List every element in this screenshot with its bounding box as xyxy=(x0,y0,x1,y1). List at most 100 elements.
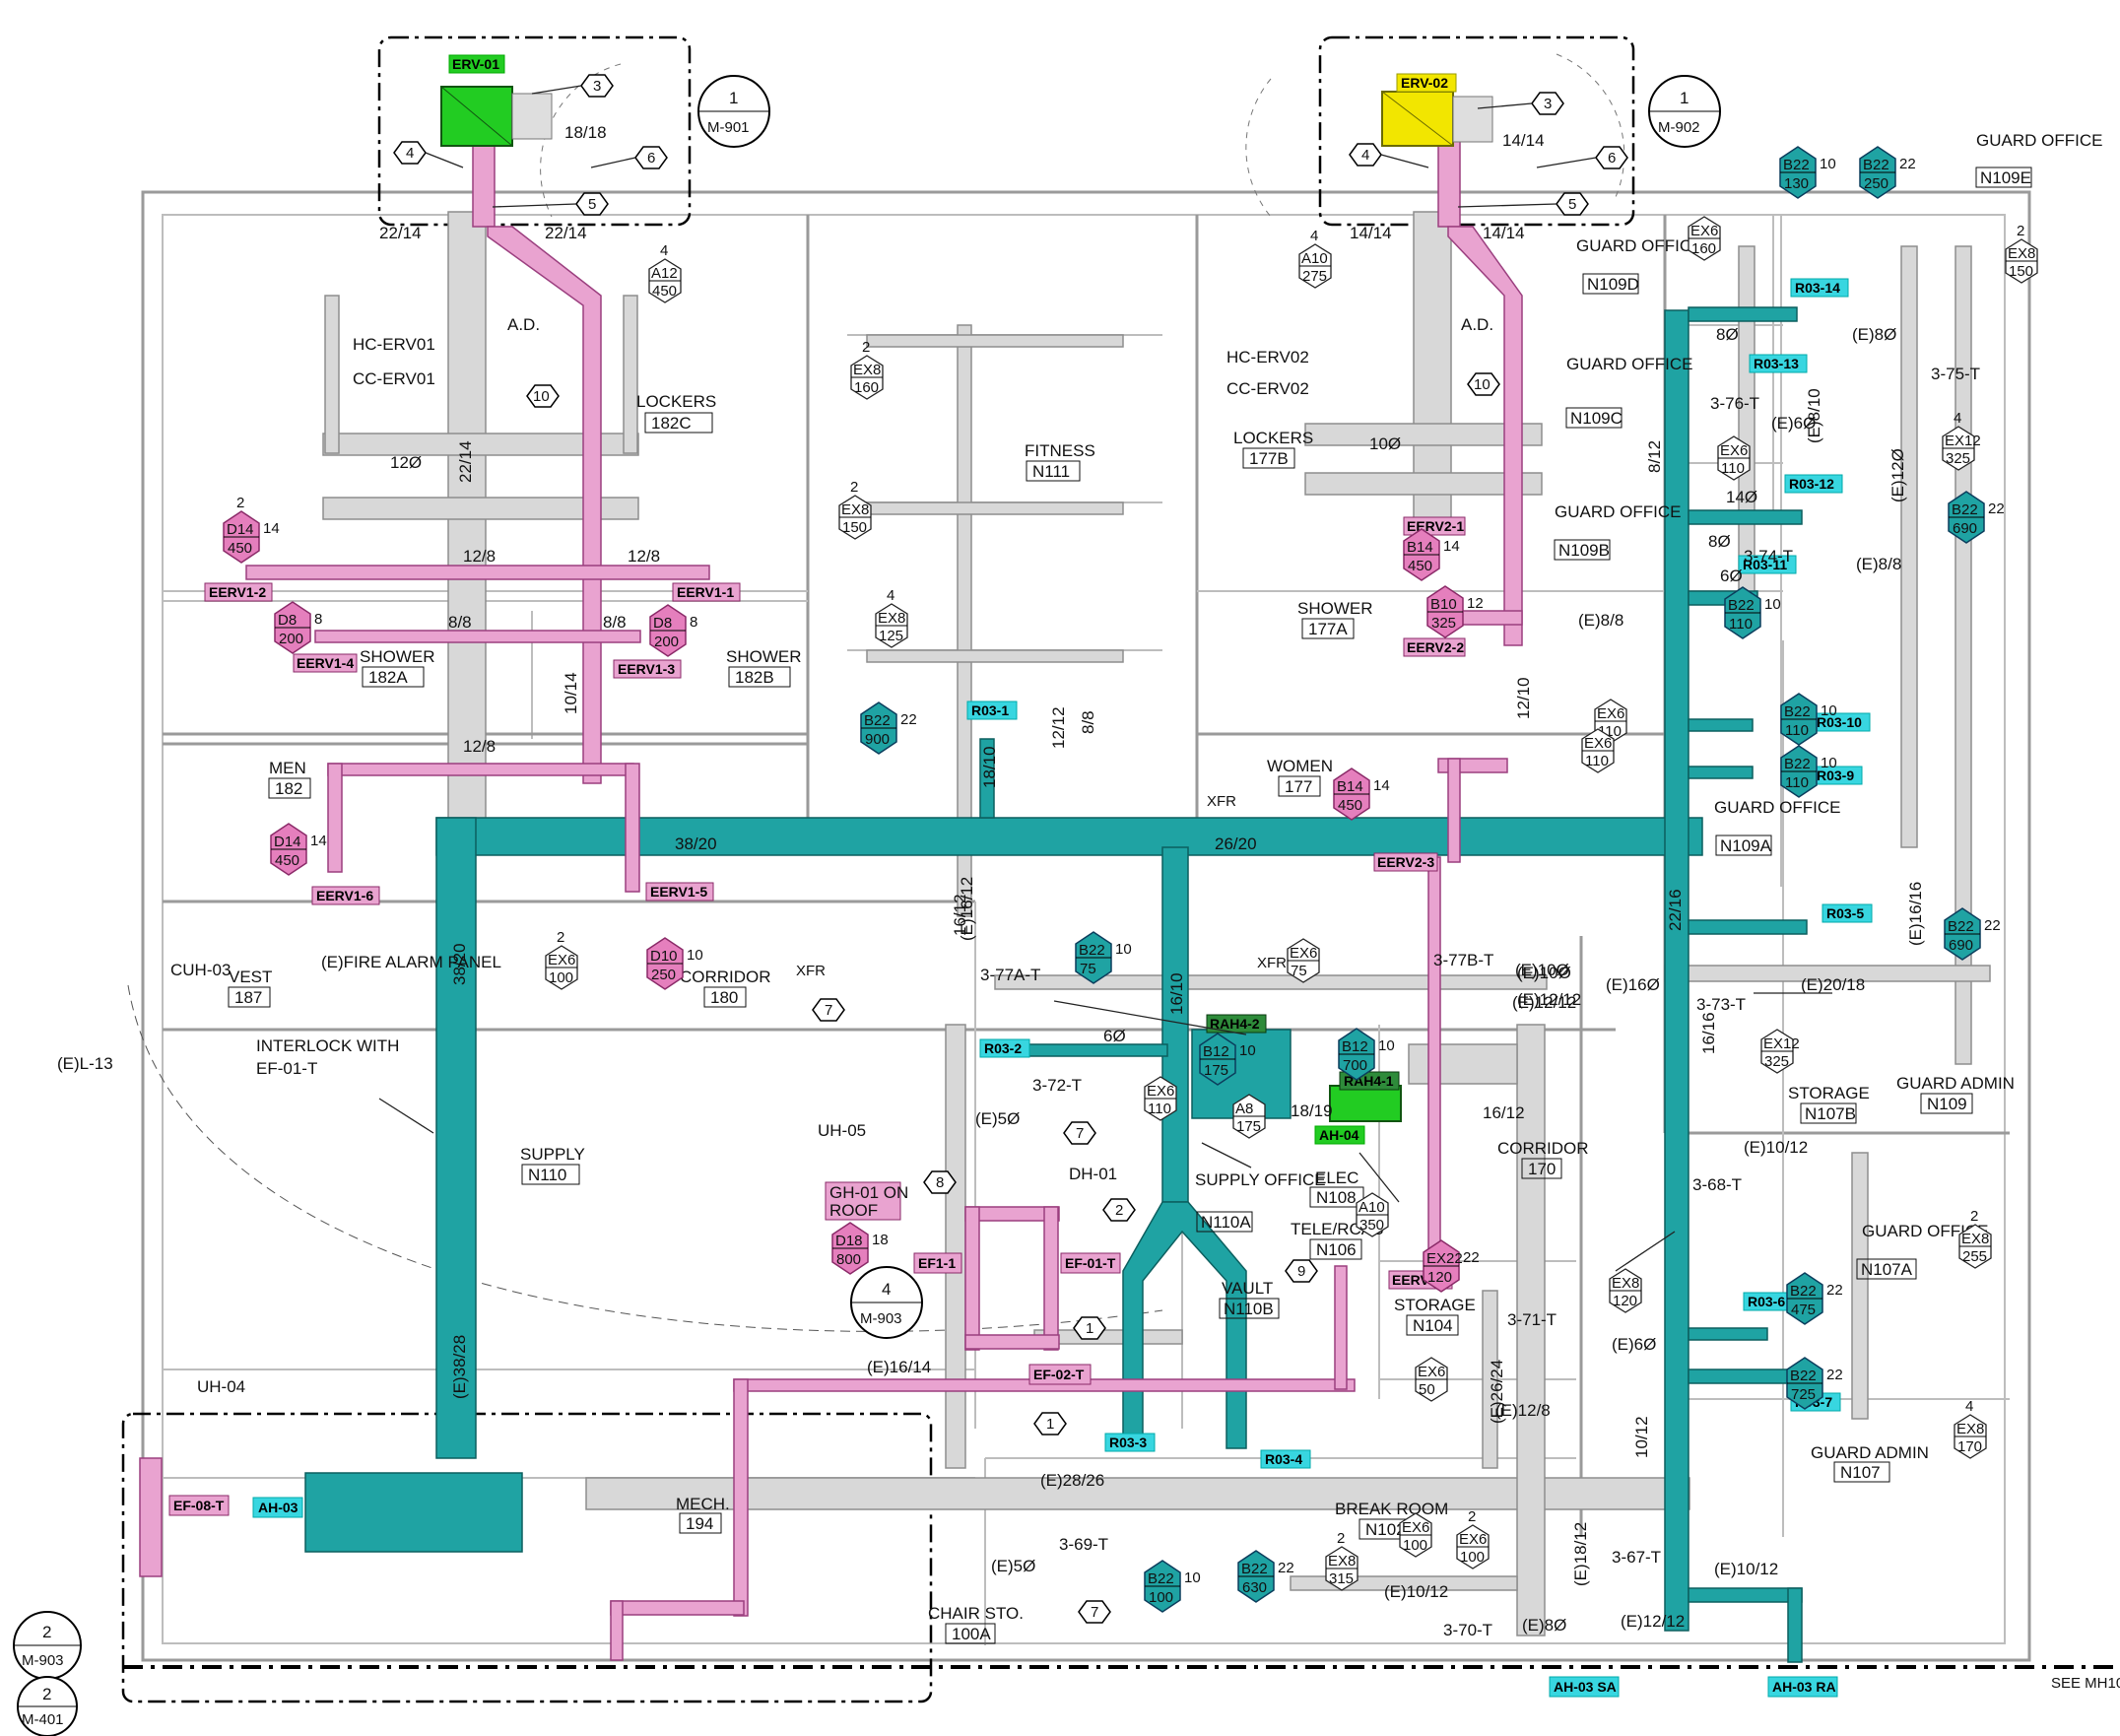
svg-text:EX6: EX6 xyxy=(1597,705,1624,722)
svg-text:(E)16/14: (E)16/14 xyxy=(867,1358,931,1376)
svg-text:B10: B10 xyxy=(1430,596,1457,613)
svg-text:3-76-T: 3-76-T xyxy=(1710,394,1759,413)
svg-text:(E)10/12: (E)10/12 xyxy=(1384,1582,1448,1601)
svg-text:6: 6 xyxy=(1608,150,1616,167)
svg-text:22: 22 xyxy=(1899,156,1916,172)
svg-text:B22: B22 xyxy=(1728,597,1755,614)
svg-text:22: 22 xyxy=(1463,1249,1480,1266)
svg-text:3-67-T: 3-67-T xyxy=(1612,1548,1661,1567)
svg-text:8: 8 xyxy=(314,611,322,628)
svg-text:100: 100 xyxy=(1149,1589,1173,1606)
svg-text:EX6: EX6 xyxy=(1720,442,1748,459)
svg-text:GUARD OFFICE: GUARD OFFICE xyxy=(1555,502,1681,521)
svg-text:14: 14 xyxy=(310,833,327,849)
svg-text:EX6: EX6 xyxy=(1290,945,1317,962)
svg-text:690: 690 xyxy=(1953,520,1977,537)
svg-text:4: 4 xyxy=(1310,228,1318,244)
svg-text:16/10: 16/10 xyxy=(1167,972,1186,1015)
svg-text:M-901: M-901 xyxy=(707,119,750,136)
svg-text:4: 4 xyxy=(887,587,894,604)
svg-text:450: 450 xyxy=(1338,797,1362,814)
svg-text:EF-01-T: EF-01-T xyxy=(256,1059,317,1078)
svg-text:N111: N111 xyxy=(1032,462,1070,481)
svg-text:VAULT: VAULT xyxy=(1222,1279,1273,1298)
svg-text:110: 110 xyxy=(1721,460,1745,477)
svg-text:EX6: EX6 xyxy=(1459,1531,1487,1548)
svg-text:AH-04: AH-04 xyxy=(1319,1127,1359,1143)
svg-text:(E)FIRE ALARM PANEL: (E)FIRE ALARM PANEL xyxy=(321,953,501,971)
svg-text:N107B: N107B xyxy=(1805,1104,1856,1123)
svg-text:22: 22 xyxy=(1826,1282,1843,1299)
svg-text:8: 8 xyxy=(936,1174,944,1191)
svg-text:475: 475 xyxy=(1791,1302,1816,1318)
svg-text:GH-01 ON: GH-01 ON xyxy=(829,1183,908,1202)
svg-text:110: 110 xyxy=(1785,774,1809,791)
svg-text:(E)8/8: (E)8/8 xyxy=(1856,555,1901,573)
svg-text:LOCKERS: LOCKERS xyxy=(1233,429,1313,447)
svg-text:4: 4 xyxy=(1965,1398,1973,1415)
svg-text:(E)8/10: (E)8/10 xyxy=(1805,388,1823,443)
svg-text:EX8: EX8 xyxy=(1328,1553,1356,1569)
svg-text:10/12: 10/12 xyxy=(1632,1416,1651,1458)
svg-text:WOMEN: WOMEN xyxy=(1267,757,1333,775)
svg-text:2: 2 xyxy=(2017,223,2024,239)
svg-text:125: 125 xyxy=(879,628,903,644)
svg-text:EX8: EX8 xyxy=(878,610,905,627)
svg-text:110: 110 xyxy=(1585,753,1609,769)
svg-text:EERV2-3: EERV2-3 xyxy=(1377,854,1434,870)
svg-text:3-77A-T: 3-77A-T xyxy=(980,966,1040,984)
svg-text:450: 450 xyxy=(1408,558,1432,574)
svg-text:10: 10 xyxy=(1821,702,1837,719)
svg-text:18/10: 18/10 xyxy=(980,746,999,788)
svg-text:150: 150 xyxy=(2009,263,2033,280)
svg-text:100A: 100A xyxy=(952,1625,991,1643)
svg-text:3-68-T: 3-68-T xyxy=(1692,1175,1742,1194)
svg-text:A8: A8 xyxy=(1235,1101,1253,1117)
svg-text:1: 1 xyxy=(729,89,738,107)
svg-text:3-71-T: 3-71-T xyxy=(1507,1310,1557,1329)
svg-text:EX6: EX6 xyxy=(1418,1364,1445,1380)
svg-text:10: 10 xyxy=(1821,755,1837,771)
svg-text:R03-4: R03-4 xyxy=(1265,1451,1302,1467)
diffuser-tags: EERV1-2 EERV1-1 EERV1-4 EERV1-3 EERV1-6 … xyxy=(204,278,1873,1469)
svg-text:(E)16/12: (E)16/12 xyxy=(958,877,976,941)
svg-text:182A: 182A xyxy=(368,668,408,687)
svg-text:2: 2 xyxy=(850,479,858,496)
svg-text:EX8: EX8 xyxy=(1612,1275,1639,1292)
svg-text:D8: D8 xyxy=(278,612,297,629)
svg-text:N106: N106 xyxy=(1316,1240,1357,1259)
svg-text:SUPPLY: SUPPLY xyxy=(520,1145,585,1164)
svg-text:(E)12/8: (E)12/8 xyxy=(1495,1401,1551,1420)
svg-text:A10: A10 xyxy=(1301,250,1328,267)
svg-text:7: 7 xyxy=(825,1002,832,1019)
svg-text:B22: B22 xyxy=(1241,1561,1268,1577)
svg-text:14Ø: 14Ø xyxy=(1726,488,1757,506)
svg-text:2: 2 xyxy=(1970,1208,1978,1225)
svg-text:690: 690 xyxy=(1949,937,1973,954)
svg-text:120: 120 xyxy=(1613,1293,1637,1309)
svg-text:100: 100 xyxy=(549,969,573,986)
svg-text:FITNESS: FITNESS xyxy=(1025,441,1095,460)
svg-text:EERV1-1: EERV1-1 xyxy=(677,584,734,600)
svg-text:450: 450 xyxy=(275,852,299,869)
svg-text:EX12: EX12 xyxy=(1763,1035,1800,1052)
svg-text:2: 2 xyxy=(557,929,564,946)
svg-text:N104: N104 xyxy=(1413,1316,1453,1335)
svg-text:12/8: 12/8 xyxy=(628,547,660,566)
svg-text:50: 50 xyxy=(1419,1381,1435,1398)
svg-text:14: 14 xyxy=(263,520,280,537)
